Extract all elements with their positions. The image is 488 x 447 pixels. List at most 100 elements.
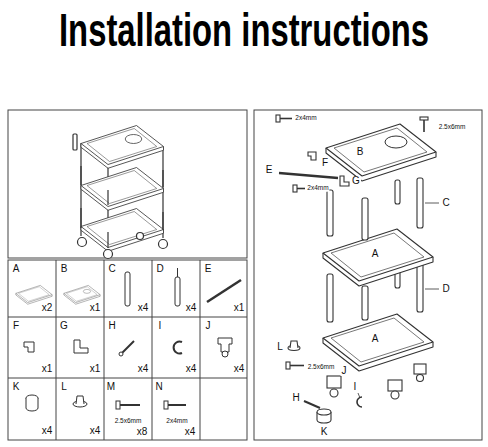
part-icons [175, 277, 180, 306]
callout-letter: D [441, 284, 450, 294]
callout-letter: G [351, 176, 361, 186]
exploded-view [362, 286, 368, 320]
callout-letter: K [320, 427, 329, 437]
part-icons [24, 342, 34, 352]
part-icons [76, 396, 84, 404]
exploded-view [362, 198, 368, 240]
part-icons [64, 285, 100, 304]
part-letter: M [106, 382, 116, 392]
assembled-cart [107, 190, 108, 205]
part-letter: G [59, 321, 69, 331]
exploded-view [308, 152, 316, 160]
exploded-view [340, 176, 349, 186]
exploded-view [327, 190, 333, 236]
callout-letter: J [341, 366, 348, 376]
assembled-cart [73, 126, 168, 259]
exploded-view [391, 391, 399, 399]
dimension: 2.5x6mm [307, 364, 336, 371]
part-letter: J [205, 321, 212, 331]
part-letter: N [154, 382, 163, 392]
leader-line [425, 203, 439, 204]
exploded-view [276, 115, 436, 423]
exploded-view [417, 375, 424, 382]
part-icons [164, 401, 168, 409]
panel-frame [8, 110, 247, 258]
part-letter: K [12, 382, 21, 392]
exploded-view [414, 364, 426, 374]
exploded-view [330, 389, 338, 397]
callout-letter: C [441, 198, 450, 208]
part-icons [168, 404, 186, 406]
quantity: x4 [184, 427, 197, 437]
panel-frame [104, 260, 105, 440]
assembled-cart [81, 126, 164, 169]
quantity: x4 [41, 426, 54, 436]
page-title: Installation instructions [59, 7, 429, 53]
exploded-view [290, 365, 304, 367]
exploded-view [323, 229, 433, 286]
part-icons [74, 340, 88, 353]
dimension: 2x4mm [306, 185, 329, 192]
part-letter: H [107, 321, 116, 331]
callout-letter: I [353, 382, 358, 392]
exploded-view [423, 120, 425, 132]
exploded-view [395, 180, 400, 204]
exploded-view [297, 188, 305, 190]
quantity: x1 [89, 303, 102, 313]
part-letter: I [158, 321, 163, 331]
exploded-view [323, 314, 433, 371]
panel-frame [8, 110, 482, 440]
part-icons [119, 352, 123, 356]
callout-letter: B [356, 147, 365, 157]
quantity: x8 [136, 427, 149, 437]
quantity: x4 [137, 303, 150, 313]
exploded-view [388, 380, 402, 391]
exploded-view [317, 409, 331, 415]
exploded-view [357, 397, 362, 407]
leader-line [425, 289, 439, 290]
assembled-cart [104, 250, 113, 259]
assembled-cart [80, 208, 81, 228]
part-letter: A [12, 264, 21, 274]
callout-letter: A [371, 334, 380, 344]
part-icons [122, 341, 134, 353]
part-icons [174, 342, 182, 354]
part-icons [125, 272, 130, 306]
part-icons [116, 401, 120, 409]
assembled-cart [162, 212, 163, 230]
part-icons [222, 351, 228, 357]
assembled-cart [80, 166, 81, 185]
assembled-cart [137, 233, 144, 240]
exploded-view [290, 341, 298, 348]
assembled-cart [73, 134, 77, 150]
part-icons [16, 268, 241, 411]
callout-letter: H [291, 393, 300, 403]
exploded-view [279, 173, 338, 178]
panel-frame [8, 260, 247, 440]
part-letter: L [60, 382, 68, 392]
part-icons [218, 338, 232, 352]
panel-frame [200, 260, 201, 440]
callout-letter: L [276, 342, 284, 352]
part-letter: C [107, 264, 116, 274]
exploded-view [417, 178, 423, 228]
quantity: x2 [41, 303, 54, 313]
part-icons [26, 398, 38, 411]
callout-letter: F [321, 158, 329, 168]
exploded-view [276, 115, 280, 122]
quantity: x4 [137, 364, 150, 374]
exploded-view [420, 117, 428, 120]
part-letter: D [155, 264, 164, 274]
panel-frame [152, 260, 153, 440]
part-icons [16, 285, 52, 304]
leader-line [358, 393, 360, 398]
dimension: 2x4mm [165, 418, 188, 425]
panel-frame [8, 378, 247, 379]
exploded-view [417, 262, 423, 312]
assembled-cart [78, 238, 87, 247]
part-icons [177, 268, 178, 277]
exploded-view [286, 362, 290, 369]
exploded-view [304, 401, 320, 408]
assembled-cart [159, 240, 168, 249]
